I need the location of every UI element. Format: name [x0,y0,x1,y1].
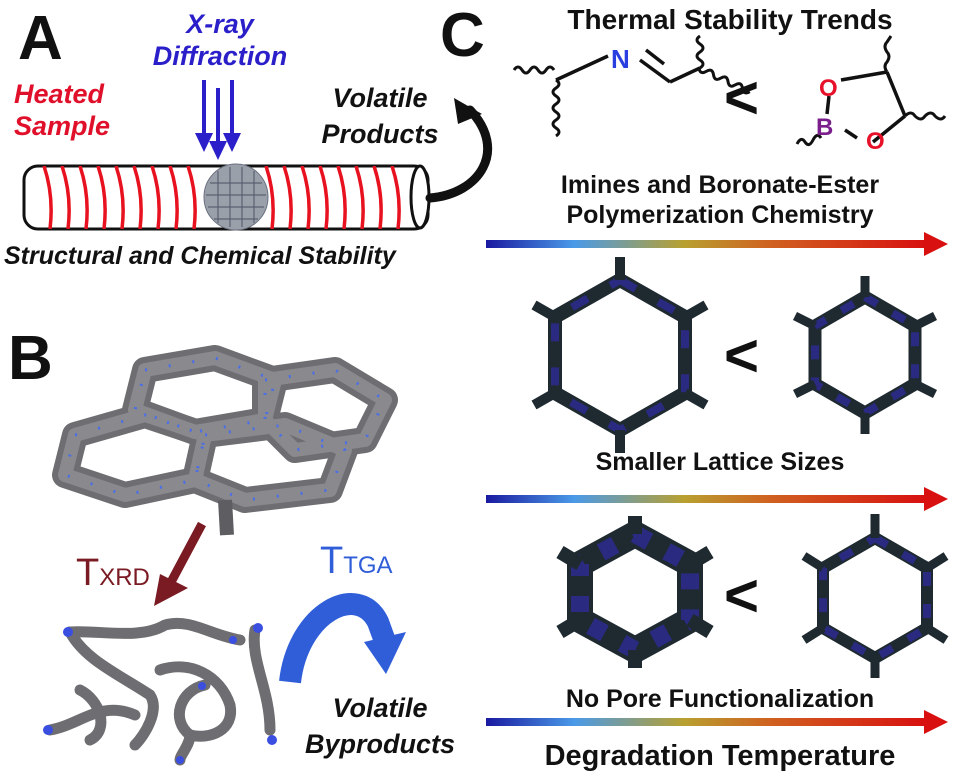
xray-diffraction-label: X-ray Diffraction [140,8,300,72]
xray-arrows-icon [195,80,241,160]
row1-caption: Imines and Boronate-Ester Polymerization… [510,170,930,230]
small-lattice-hexagon [792,276,938,434]
large-lattice-hexagon [531,257,709,453]
ttga-sub: TGA [343,552,393,579]
amorphous-degraded-structure [43,617,277,766]
panel-b-letter: B [8,324,53,393]
imine-right-wavy-bond [697,67,751,95]
heated-sample-line-2: Sample [14,111,111,141]
txrd-sub: XRD [99,564,150,591]
txrd-arrow-icon [154,521,206,606]
boronate-ester-structure-diagram [795,35,947,147]
boronate-oxygen-bottom: O [866,128,885,155]
row1-caption-line-2: Polymerization Chemistry [566,201,874,229]
less-than-sign-3: < [724,562,760,629]
panel-a-letter: A [18,4,63,73]
temperature-gradient-arrow-1 [486,232,948,256]
boronate-boron: B [816,114,834,141]
xray-line-2: Diffraction [152,41,288,71]
row3-caption: No Pore Functionalization [565,685,875,713]
panel-c-letter: C [440,1,485,70]
imine-nitrogen-atom: N [611,44,630,74]
structural-chemical-stability-caption: Structural and Chemical Stability [4,242,396,270]
functionalized-pore-hexagon [556,516,714,668]
degradation-temperature-label: Degradation Temperature [544,740,896,772]
heated-sample-line-1: Heated [14,79,105,109]
crystalline-cof-structure [52,345,398,536]
imine-structure-diagram [512,34,705,138]
ttga-main: T [320,540,344,582]
volatile-products-line-1: Volatile [332,83,428,113]
heated-tube-diagram [22,163,431,231]
temperature-gradient-arrow-2 [486,487,948,511]
ttga-curved-arrow-icon [279,593,406,684]
volatile-byproducts-line-1: Volatile [332,693,428,723]
volatile-products-line-2: Products [321,119,439,149]
row1-caption-line-1: Imines and Boronate-Ester [560,171,880,199]
txrd-label: TXRD [76,552,150,595]
xray-line-1: X-ray [186,9,254,39]
cof-sample-icon [203,163,269,231]
ttga-label: TTGA [320,540,393,583]
temperature-gradient-arrow-3 [486,710,948,734]
heating-coil-icon [42,166,401,229]
less-than-sign-2: < [724,322,760,389]
unfunctionalized-pore-hexagon [801,514,949,678]
volatile-byproducts-label: Volatile Byproducts [285,690,475,762]
txrd-main: T [76,552,100,594]
row2-caption: Smaller Lattice Sizes [595,448,845,476]
volatile-products-label: Volatile Products [305,80,455,152]
boronate-oxygen-top: O [819,75,838,102]
thermal-stability-title: Thermal Stability Trends [567,4,893,35]
volatile-byproducts-line-2: Byproducts [304,729,456,759]
curved-arrow-icon [425,98,493,203]
heated-sample-label: Heated Sample [14,78,110,142]
less-than-sign-1: < [724,64,760,131]
